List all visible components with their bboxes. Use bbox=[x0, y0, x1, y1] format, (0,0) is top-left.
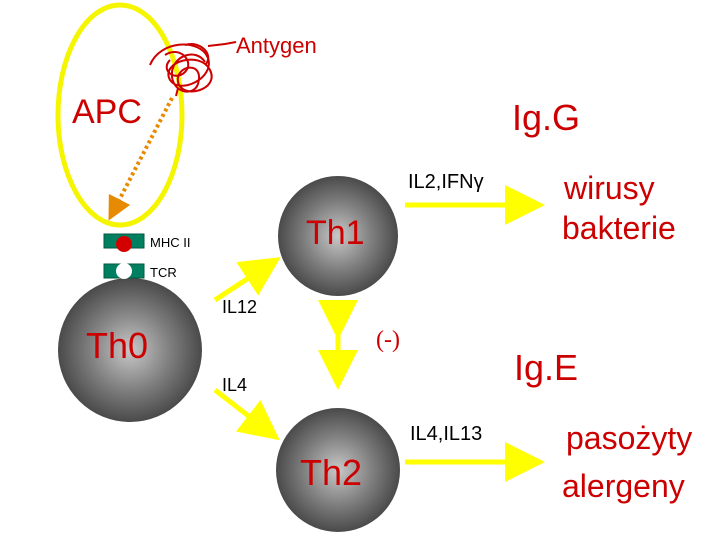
il2-ifn-label: IL2,IFNγ bbox=[408, 171, 484, 193]
antigen-squiggle bbox=[149, 41, 237, 97]
th0-to-th1-arrow bbox=[213, 257, 281, 303]
th2-label: Th2 bbox=[300, 452, 363, 493]
antigen-label: Antygen bbox=[236, 33, 317, 58]
il12-label: IL12 bbox=[222, 297, 258, 317]
mhc-label: MHC II bbox=[150, 235, 191, 250]
tcr-binding-dot bbox=[116, 263, 132, 279]
th1-cell bbox=[278, 176, 398, 296]
wirusy-label: wirusy bbox=[564, 170, 655, 206]
ige-label: Ig.E bbox=[514, 347, 579, 388]
bakterie-label: bakterie bbox=[562, 210, 676, 246]
apc-outline bbox=[55, 2, 185, 228]
apc-label: APC bbox=[72, 93, 142, 131]
inhibition-label: (-) bbox=[376, 327, 400, 353]
il4-il13-label: IL4,IL13 bbox=[410, 423, 483, 445]
pasozyty-label: pasożyty bbox=[566, 420, 693, 456]
igg-label: Ig.G bbox=[512, 97, 581, 138]
th2-cell bbox=[276, 408, 400, 532]
il4-label: IL4 bbox=[222, 375, 248, 395]
th0-to-th2-arrow bbox=[213, 388, 280, 441]
tcr-label: TCR bbox=[150, 265, 177, 280]
th0-cell bbox=[58, 278, 202, 422]
mhc-antigen-dot bbox=[116, 236, 132, 252]
th1-label: Th1 bbox=[306, 214, 365, 252]
th0-label: Th0 bbox=[86, 325, 149, 366]
alergeny-label: alergeny bbox=[562, 468, 685, 504]
